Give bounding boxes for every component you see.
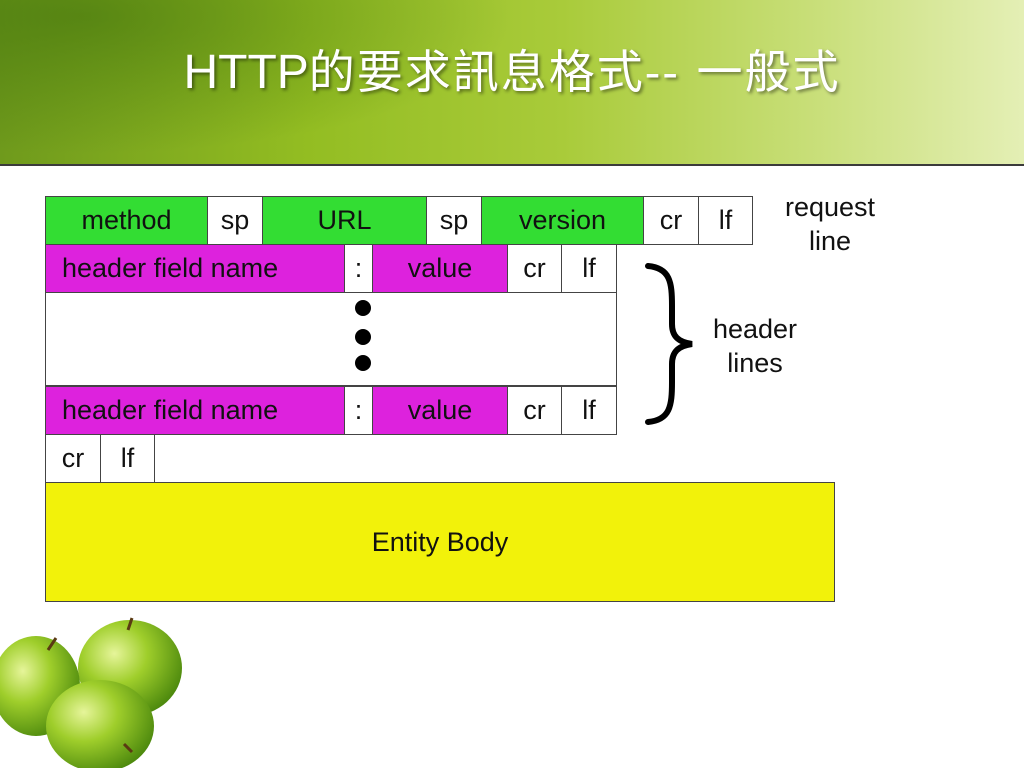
header-value-1: value	[372, 244, 508, 293]
header-field-name-n: header field name	[45, 386, 345, 435]
slide-title: HTTP的要求訊息格式-- 一般式	[0, 36, 1024, 102]
sp-field-1: sp	[207, 196, 263, 245]
request-line-label: request line	[768, 190, 892, 258]
lf-field-header-1: lf	[561, 244, 617, 293]
header-lines-label: header lines	[696, 312, 814, 380]
header-field-name-1: header field name	[45, 244, 345, 293]
cr-field-header-n: cr	[507, 386, 562, 435]
green-apples-icon	[0, 617, 182, 768]
request-line-label-1: request	[784, 192, 876, 222]
title-banner	[0, 0, 1024, 164]
colon-field-1: :	[344, 244, 373, 293]
curly-brace-icon	[645, 263, 693, 425]
version-field: version	[481, 196, 644, 245]
cr-field-header-1: cr	[507, 244, 562, 293]
cr-field-blank: cr	[45, 434, 101, 483]
header-lines-label-1: header	[712, 314, 798, 344]
lf-field-request: lf	[698, 196, 753, 245]
url-field: URL	[262, 196, 427, 245]
sp-field-2: sp	[426, 196, 482, 245]
header-value-n: value	[372, 386, 508, 435]
colon-field-n: :	[344, 386, 373, 435]
entity-body: Entity Body	[45, 482, 835, 602]
lf-field-blank: lf	[100, 434, 155, 483]
header-lines-label-2: lines	[727, 348, 783, 378]
cr-field-request: cr	[643, 196, 699, 245]
ellipsis-dot-2	[355, 329, 371, 345]
method-field: method	[45, 196, 208, 245]
banner-divider	[0, 164, 1024, 166]
slide-title-latin: HTTP	[183, 46, 309, 99]
lf-field-header-n: lf	[561, 386, 617, 435]
ellipsis-dot-3	[355, 355, 371, 371]
request-line-label-2: line	[808, 226, 852, 256]
slide-title-cjk: 的要求訊息格式-- 一般式	[308, 45, 841, 99]
ellipsis-dot-1	[355, 300, 371, 316]
